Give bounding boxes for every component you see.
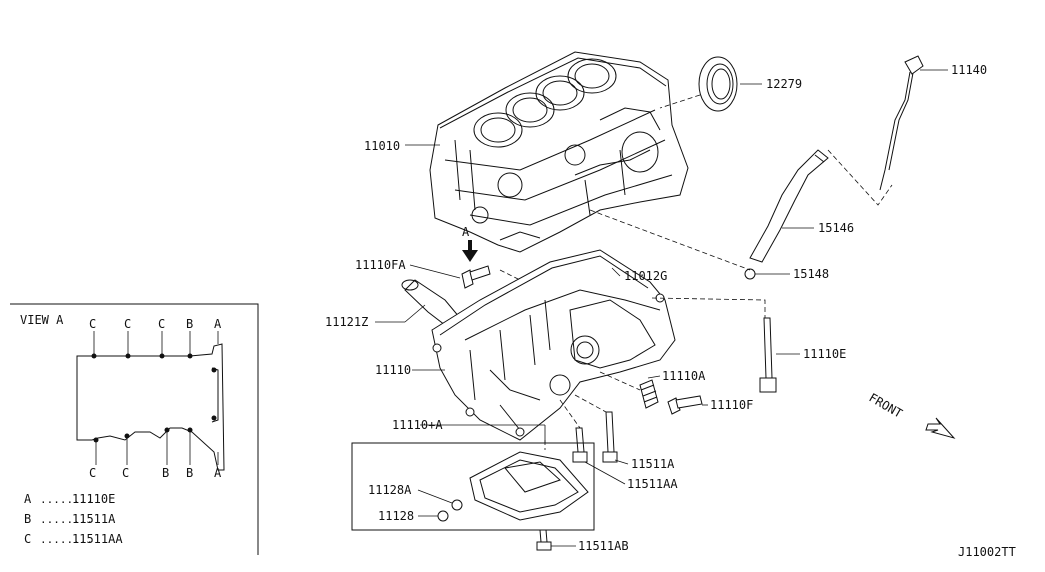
view-a-title: VIEW A: [20, 313, 64, 327]
dipstick-tube-15146: [749, 149, 829, 263]
dashed-connectors: [499, 94, 893, 450]
top-marker: A: [214, 317, 222, 331]
diagram-code: J11002TT: [958, 545, 1016, 559]
front-label: FRONT: [867, 390, 905, 420]
stud-bolt-11110E: [759, 317, 777, 393]
legend-part: 11110E: [72, 492, 115, 506]
callout-leaders: [375, 69, 948, 547]
callout-11140: 11140: [951, 63, 987, 77]
bolt-11511A: [602, 411, 618, 463]
bottom-marker: C: [89, 466, 96, 480]
bolt-11110FA: [461, 265, 491, 289]
cylinder-block-11010: [429, 51, 689, 253]
callout-11511A: 11511A: [631, 457, 675, 471]
callout-11121Z: 11121Z: [325, 315, 368, 329]
view-arrow-label: A: [462, 225, 470, 239]
legend-dots: ........: [40, 513, 93, 526]
bottom-marker: C: [122, 466, 129, 480]
oil-pan-upper-11110: [431, 249, 676, 441]
callout-11511AB: 11511AB: [578, 539, 629, 553]
dipstick-11140: [879, 55, 924, 191]
callout-12279: 12279: [766, 77, 802, 91]
legend-key: C: [24, 532, 31, 546]
o-ring-15148: [744, 268, 756, 280]
callout-11010: 11010: [364, 139, 400, 153]
callout-15146: 15146: [818, 221, 854, 235]
callout-11110-plus-a: 11110+A: [392, 418, 443, 432]
bolt-11511AB: [536, 529, 552, 551]
legend-row: A ........ 11110E: [24, 492, 115, 506]
view-a-arrow: A: [462, 225, 478, 262]
legend-part: 11511A: [72, 512, 116, 526]
front-arrow: FRONT: [867, 390, 956, 439]
bottom-marker: B: [186, 466, 193, 480]
legend-row: B ........ 11511A: [24, 512, 116, 526]
callout-11128A: 11128A: [368, 483, 412, 497]
callout-11012G: 11012G: [624, 269, 667, 283]
callout-11128: 11128: [378, 509, 414, 523]
callout-11110E: 11110E: [803, 347, 846, 361]
callout-labels: 12279 11140 11010 15146 15148 11110FA 11…: [325, 63, 987, 553]
callout-11110A: 11110A: [662, 369, 706, 383]
callout-11110FA: 11110FA: [355, 258, 406, 272]
callout-15148: 15148: [793, 267, 829, 281]
top-marker: C: [124, 317, 131, 331]
legend-row: C ........ 11511AA: [24, 532, 123, 546]
oil-pan-lower-assembly-box: [351, 442, 595, 531]
view-a-bottom-markers: C C B B A: [89, 466, 222, 480]
oil-seal-12279: [698, 56, 738, 112]
legend-dots: ........: [40, 493, 93, 506]
callout-11511AA: 11511AA: [627, 477, 678, 491]
part-11110A: [639, 379, 659, 409]
view-a-legend: A ........ 11110E B ........ 11511A C ..…: [24, 492, 123, 546]
bottom-marker: B: [162, 466, 169, 480]
callout-11110F: 11110F: [710, 398, 753, 412]
view-a-top-markers: C C C B A: [89, 317, 222, 331]
view-a-panel: VIEW A C C C B A C C B B A: [10, 303, 259, 555]
view-a-outline: [76, 343, 225, 471]
bolt-11511AA: [572, 427, 588, 463]
top-marker: C: [89, 317, 96, 331]
legend-key: A: [24, 492, 32, 506]
bottom-marker: A: [214, 466, 222, 480]
top-marker: C: [158, 317, 165, 331]
top-marker: B: [186, 317, 193, 331]
legend-dots: ........: [40, 533, 93, 546]
callout-11110: 11110: [375, 363, 411, 377]
legend-key: B: [24, 512, 31, 526]
legend-part: 11511AA: [72, 532, 123, 546]
bolt-11110F: [667, 395, 703, 415]
